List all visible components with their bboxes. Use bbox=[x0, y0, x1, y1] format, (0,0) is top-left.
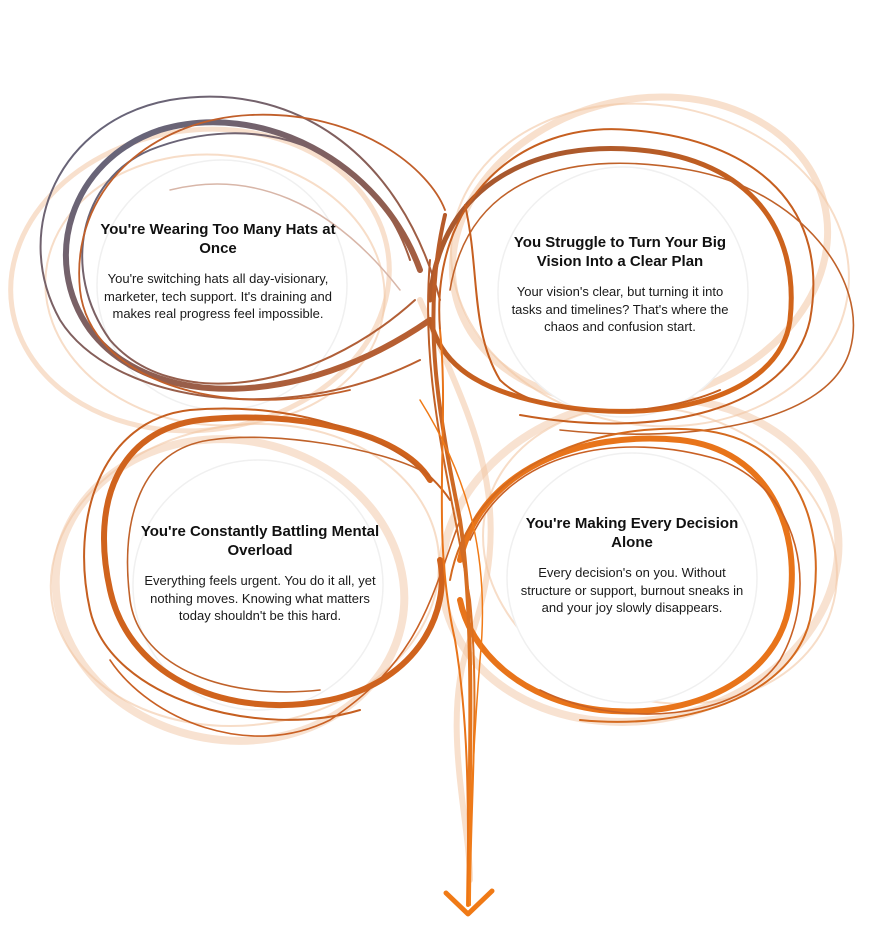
stem-lines bbox=[419, 213, 484, 907]
loop-cluster-top-right bbox=[427, 128, 855, 435]
loop-cluster-top-left bbox=[39, 95, 446, 401]
card-description: Your vision's clear, but turning it into… bbox=[511, 284, 729, 334]
card-description: Every decision's on you. Without structu… bbox=[520, 565, 744, 615]
card-title: You Struggle to Turn Your Big Vision Int… bbox=[513, 234, 727, 270]
loop-cluster-bottom-left bbox=[83, 407, 461, 737]
card-title: You're Making Every Decision Alone bbox=[525, 515, 739, 551]
card-too-many-hats: You're Wearing Too Many Hats at Once You… bbox=[98, 220, 338, 323]
card-title: You're Constantly Battling Mental Overlo… bbox=[140, 523, 380, 559]
loop-cluster-bottom-right bbox=[449, 427, 817, 723]
card-deciding-alone: You're Making Every Decision Alone Every… bbox=[512, 514, 752, 617]
card-mental-overload: You're Constantly Battling Mental Overlo… bbox=[140, 522, 380, 625]
card-description: Everything feels urgent. You do it all, … bbox=[144, 573, 376, 623]
text-halos bbox=[96, 159, 758, 711]
card-description: You're switching hats all day-visionary,… bbox=[104, 271, 332, 321]
card-title: You're Wearing Too Many Hats at Once bbox=[100, 221, 336, 257]
arrow-down-icon bbox=[443, 888, 495, 917]
card-vision-to-plan: You Struggle to Turn Your Big Vision Int… bbox=[500, 233, 740, 336]
